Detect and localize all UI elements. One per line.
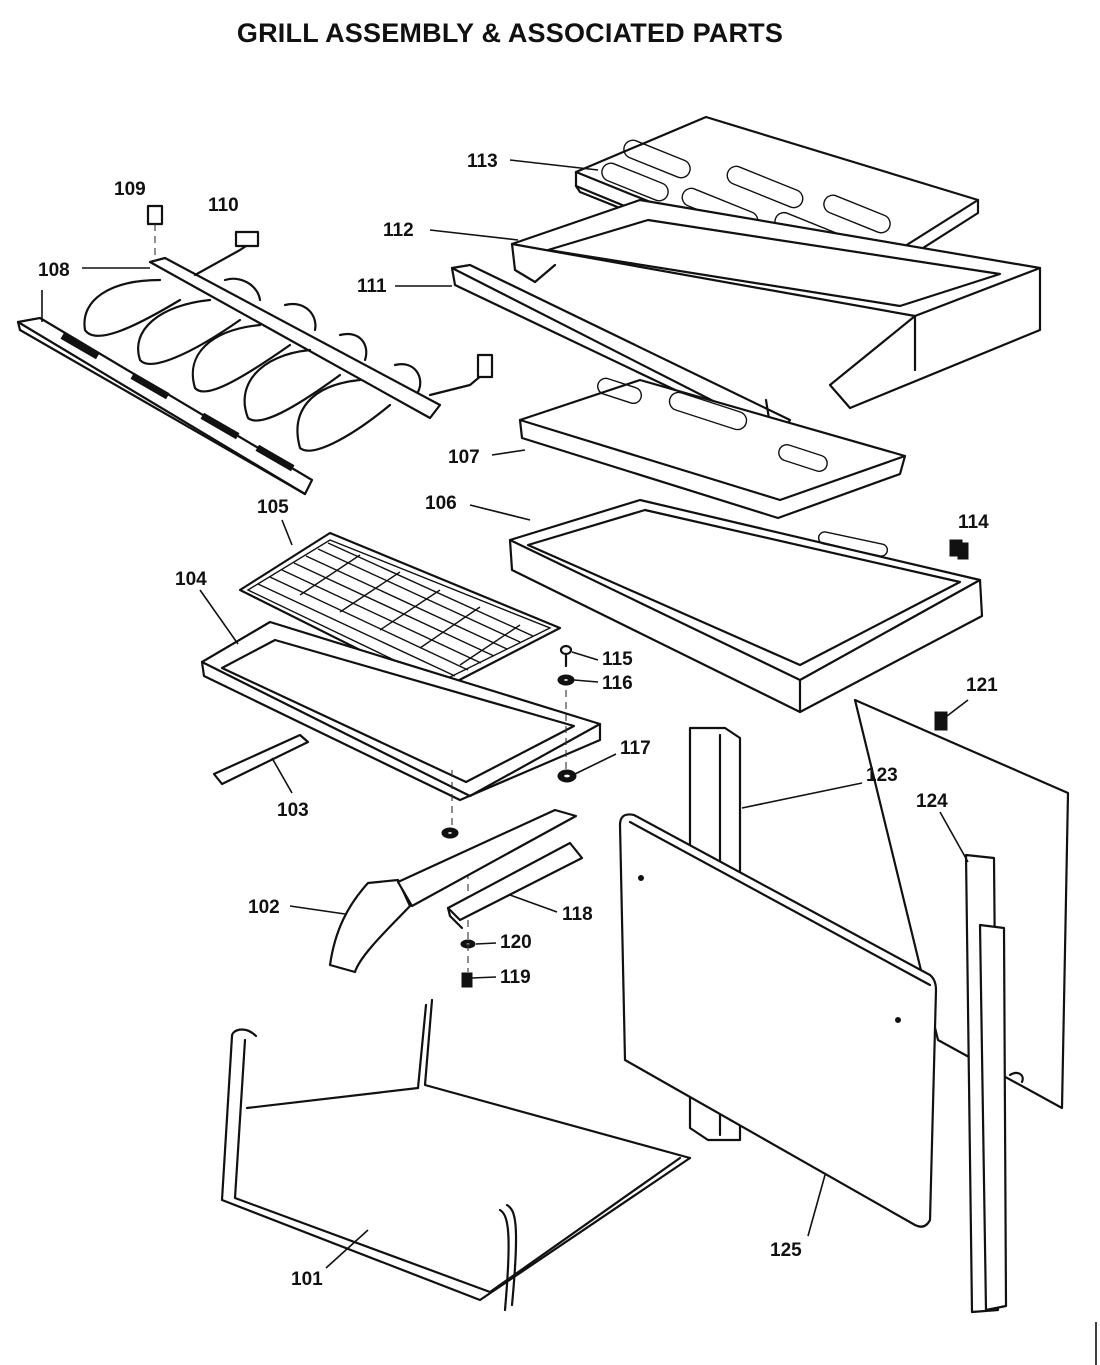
callout-123: 123 [866, 765, 898, 786]
part-rear-panel [853, 698, 1070, 1110]
callout-105: 105 [257, 497, 289, 518]
callout-119: 119 [500, 967, 531, 988]
callout-115: 115 [602, 649, 633, 670]
part-107-heat-plate [518, 377, 907, 520]
callout-110: 110 [208, 195, 239, 216]
leader-lines [41, 159, 969, 1269]
part-103-runner [212, 733, 310, 786]
page-title: GRILL ASSEMBLY & ASSOCIATED PARTS [236, 18, 784, 48]
callout-120: 120 [500, 932, 532, 953]
part-114-bracket [957, 542, 969, 560]
callout-116: 116 [602, 673, 633, 694]
part-112-grill-frame [510, 198, 1042, 410]
part-124-side-runner [964, 853, 1008, 1314]
part-121-bracket [934, 711, 948, 731]
part-118-bracket [446, 841, 584, 930]
part-104-grill-pan [200, 620, 602, 802]
callout-114: 114 [958, 512, 989, 533]
callout-117: 117 [620, 738, 651, 759]
part-108-grill-element [16, 238, 490, 496]
part-102-handle [328, 808, 578, 974]
part-109-terminal [146, 204, 164, 262]
fixings [441, 644, 577, 988]
part-101-pan-support [220, 998, 692, 1312]
callout-104: 104 [175, 569, 207, 590]
part-110-terminal [234, 230, 260, 248]
callout-125: 125 [770, 1240, 802, 1261]
callout-113: 113 [467, 151, 498, 172]
part-125-door [618, 813, 938, 1228]
callout-121: 121 [966, 675, 998, 696]
callout-111: 111 [357, 276, 387, 297]
callout-108: 108 [38, 260, 70, 281]
callout-124: 124 [916, 791, 948, 812]
callout-103: 103 [277, 800, 309, 821]
callout-102: 102 [248, 897, 280, 918]
callout-109: 109 [114, 179, 146, 200]
callout-106: 106 [425, 493, 457, 514]
callout-118: 118 [562, 904, 593, 925]
callout-107: 107 [448, 447, 480, 468]
callout-101: 101 [291, 1269, 323, 1290]
callout-112: 112 [383, 220, 414, 241]
